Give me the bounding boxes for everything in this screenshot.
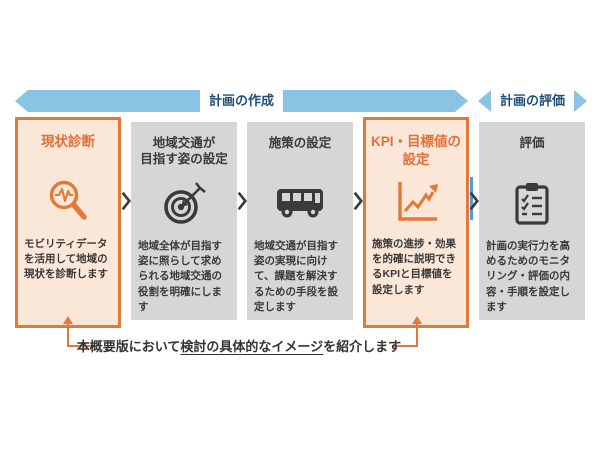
line-chart-arrow-icon bbox=[366, 173, 466, 229]
arrow-right-cap-icon bbox=[574, 90, 588, 112]
arrow-right-cap-icon bbox=[455, 90, 469, 112]
step-title: 現状診断 bbox=[41, 134, 95, 149]
phase-divider-line bbox=[470, 177, 473, 220]
phase-plan-evaluate: 計画の評価 bbox=[478, 90, 588, 112]
magnifier-pulse-icon bbox=[18, 173, 118, 229]
step-card-measures-setting: 施策の設定 地域交通が目指す姿の実現に向けて、課題を解決するための手段を設定しま… bbox=[247, 122, 353, 320]
note-suffix: を紹介します bbox=[323, 339, 402, 354]
bus-icon bbox=[247, 175, 353, 231]
step-title: 評価 bbox=[519, 136, 545, 150]
phase-plan-create-label: 計画の作成 bbox=[200, 90, 284, 112]
step-description: 地域交通が目指す姿の実現に向けて、課題を解決するための手段を設定します bbox=[254, 240, 338, 313]
note-prefix: 本概要版において bbox=[76, 339, 181, 354]
bracket-arrow-up-icon bbox=[63, 316, 73, 324]
step-title: KPI・目標値の設定 bbox=[370, 134, 461, 167]
note-bracket-left bbox=[67, 324, 93, 347]
clipboard-checklist-icon bbox=[479, 175, 585, 231]
note-bracket-right bbox=[392, 324, 418, 347]
chevron-right-icon bbox=[469, 189, 479, 213]
step-title: 地域交通が目指す姿の設定 bbox=[140, 136, 228, 167]
step-card-current-diagnosis: 現状診断 モビリティデータを活用して地域の現状を診断します bbox=[15, 117, 121, 328]
target-dart-icon bbox=[131, 175, 237, 231]
step-description: モビリティデータを活用して地域の現状を診断します bbox=[24, 238, 108, 281]
arrow-left-cap-icon bbox=[478, 90, 491, 112]
steps-row: 現状診断 モビリティデータを活用して地域の現状を診断します 地域交通が目指す姿の… bbox=[15, 117, 585, 328]
phase-plan-create: 計画の作成 bbox=[15, 90, 469, 112]
step-description: 地域全体が目指す姿に照らして求められる地域交通の役割を明確にします bbox=[138, 240, 222, 313]
note-underlined-text: 検討の具体的なイメージ bbox=[180, 339, 324, 354]
step-description: 施策の進捗・効果を的確に説明できるKPIと目標値を設定します bbox=[372, 238, 456, 296]
step-card-evaluation: 評価 計画の実行力を高めるためのモニタリング・評価の内容・手順を設定します bbox=[479, 122, 585, 320]
step-card-kpi-target-setting: KPI・目標値の設定 施策の進捗・効果を的確に説明できるKPIと目標値を設定しま… bbox=[363, 117, 469, 328]
step-description: 計画の実行力を高めるためのモニタリング・評価の内容・手順を設定します bbox=[486, 240, 570, 313]
step-card-vision-setting: 地域交通が目指す姿の設定 地域全体が目指す姿に照らして求められる地域交通の役割を… bbox=[131, 122, 237, 320]
arrow-left-cap-icon bbox=[15, 90, 28, 112]
bracket-arrow-up-icon bbox=[412, 316, 422, 324]
chevron-right-icon bbox=[121, 189, 131, 213]
chevron-right-icon bbox=[237, 189, 247, 213]
phase-banner-row: 計画の作成 計画の評価 bbox=[0, 90, 600, 220]
chevron-right-icon bbox=[353, 189, 363, 213]
summary-note: 本概要版において検討の具体的なイメージを紹介します bbox=[0, 336, 478, 355]
step-title: 施策の設定 bbox=[268, 136, 332, 150]
phase-plan-evaluate-label: 計画の評価 bbox=[491, 90, 575, 112]
